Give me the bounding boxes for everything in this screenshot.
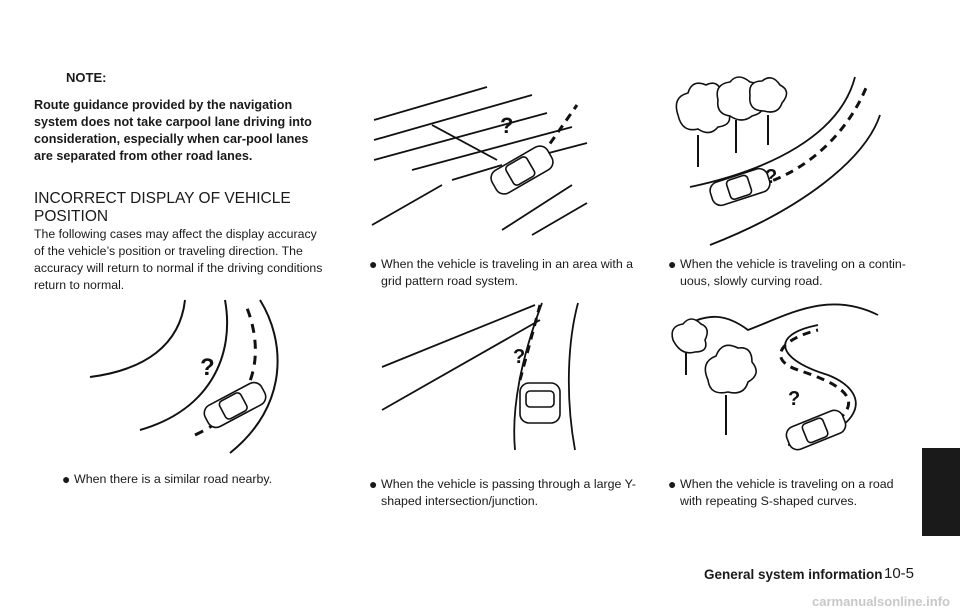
illustration-y-junction: ? — [381, 302, 579, 451]
section-body: The following cases may affect the displ… — [34, 227, 323, 292]
illustration-s-curves: ? — [671, 303, 879, 451]
svg-text:?: ? — [200, 354, 215, 381]
illustration-grid-roads: ? — [371, 86, 588, 236]
watermark: carmanualsonline.info — [812, 594, 950, 609]
chapter-tab — [922, 448, 960, 536]
note-body: Route guidance provided by the navigatio… — [34, 98, 312, 163]
note-heading: NOTE: — [66, 70, 107, 85]
section-title: INCORRECT DISPLAY OF VEHICLE POSITION — [34, 190, 291, 225]
illustration-curving-road: ? — [675, 76, 881, 246]
svg-text:?: ? — [513, 346, 525, 368]
svg-text:?: ? — [788, 388, 800, 410]
illustration-similar-road: ? — [89, 299, 279, 454]
footer-section-title: General system information — [704, 567, 883, 582]
bullet-icon: ● — [369, 256, 378, 272]
page-number: 10-5 — [884, 565, 915, 582]
bullet-icon: ● — [62, 471, 71, 487]
svg-text:?: ? — [500, 113, 513, 138]
bullet-icon: ● — [369, 476, 378, 492]
bullet-icon: ● — [668, 476, 677, 492]
bullet-icon: ● — [668, 256, 677, 272]
